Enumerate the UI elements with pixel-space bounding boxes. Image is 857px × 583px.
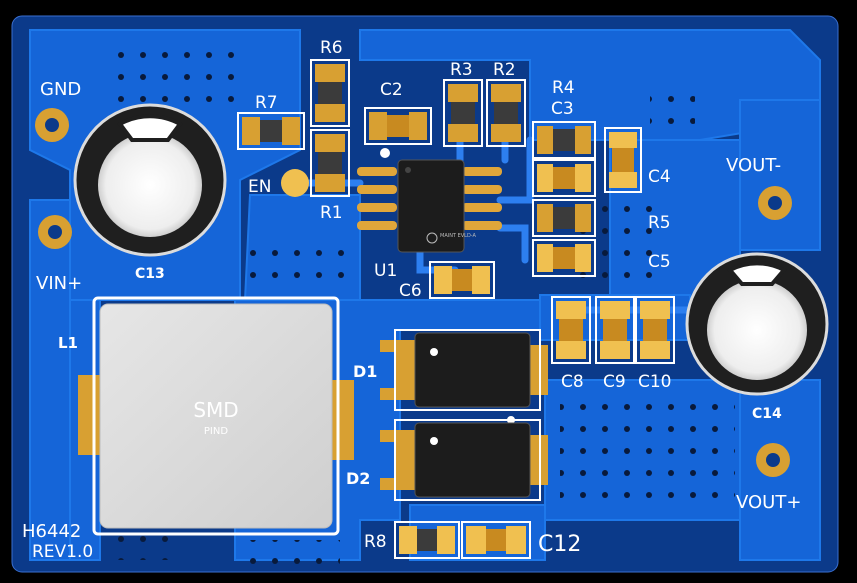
capacitor-c9[interactable] <box>595 296 635 364</box>
r5-label: R5 <box>648 213 671 233</box>
r6-label: R6 <box>320 38 343 58</box>
capacitor-c10[interactable] <box>635 296 675 364</box>
vout-plus-label: VOUT+ <box>736 492 801 513</box>
c4-label: C4 <box>648 167 671 187</box>
c5-label: C5 <box>648 252 671 272</box>
diode-d1[interactable] <box>380 329 548 411</box>
c12-label: C12 <box>538 532 581 557</box>
vout-minus-label: VOUT- <box>726 155 781 176</box>
d2-label: D2 <box>346 469 370 488</box>
gnd-label: GND <box>40 79 81 100</box>
gnd-terminal[interactable] <box>35 108 69 142</box>
c8-label: C8 <box>561 372 584 392</box>
c2-label: C2 <box>380 80 403 100</box>
capacitor-c12[interactable] <box>461 521 531 559</box>
vout-plus-terminal[interactable] <box>756 443 790 477</box>
resistor-r2[interactable] <box>486 79 526 147</box>
inductor-title: SMD <box>193 398 238 422</box>
resistor-r7[interactable] <box>237 112 305 150</box>
l1-label: L1 <box>58 334 78 352</box>
diode-d2[interactable] <box>380 416 548 501</box>
vout-minus-terminal[interactable] <box>758 186 792 220</box>
board-revision: REV1.0 <box>32 542 93 562</box>
c13-label: C13 <box>135 266 165 282</box>
c9-label: C9 <box>603 372 626 392</box>
vin-terminal[interactable] <box>38 215 72 249</box>
capacitor-c2[interactable] <box>364 107 432 145</box>
resistor-r4[interactable] <box>532 121 596 159</box>
resistor-r1[interactable] <box>310 129 350 197</box>
resistor-r5[interactable] <box>532 199 596 237</box>
r8-label: R8 <box>364 532 387 552</box>
resistor-r6[interactable] <box>310 59 350 127</box>
r2-label: R2 <box>493 60 516 80</box>
u1-label: U1 <box>374 261 397 281</box>
c3-label: C3 <box>551 99 574 119</box>
inductor-subtitle: PIND <box>204 426 228 437</box>
r3-label: R3 <box>450 60 473 80</box>
capacitor-c4[interactable] <box>604 127 642 193</box>
r1-label: R1 <box>320 203 343 223</box>
d1-label: D1 <box>353 362 377 381</box>
resistor-r3[interactable] <box>443 79 483 147</box>
capacitor-c14[interactable] <box>685 252 829 396</box>
r4-label: R4 <box>552 78 575 98</box>
en-test-point[interactable] <box>281 169 309 197</box>
resistor-r8[interactable] <box>394 521 460 559</box>
capacitor-c6[interactable] <box>429 261 495 299</box>
capacitor-c8[interactable] <box>551 296 591 364</box>
capacitor-c3[interactable] <box>532 159 596 197</box>
ic-u1[interactable]: MAINT EVLD-A <box>357 148 502 253</box>
ic-marking: MAINT EVLD-A <box>440 233 477 239</box>
capacitor-c13[interactable] <box>73 103 227 257</box>
c6-label: C6 <box>399 281 422 301</box>
en-label: EN <box>248 177 271 197</box>
c14-label: C14 <box>752 406 782 422</box>
board-title: H6442 <box>22 521 81 542</box>
c10-label: C10 <box>638 372 672 392</box>
r7-label: R7 <box>255 93 278 113</box>
vin-label: VIN+ <box>36 273 82 294</box>
capacitor-c5[interactable] <box>532 239 596 277</box>
inductor-l1[interactable]: SMD PIND <box>78 296 354 536</box>
